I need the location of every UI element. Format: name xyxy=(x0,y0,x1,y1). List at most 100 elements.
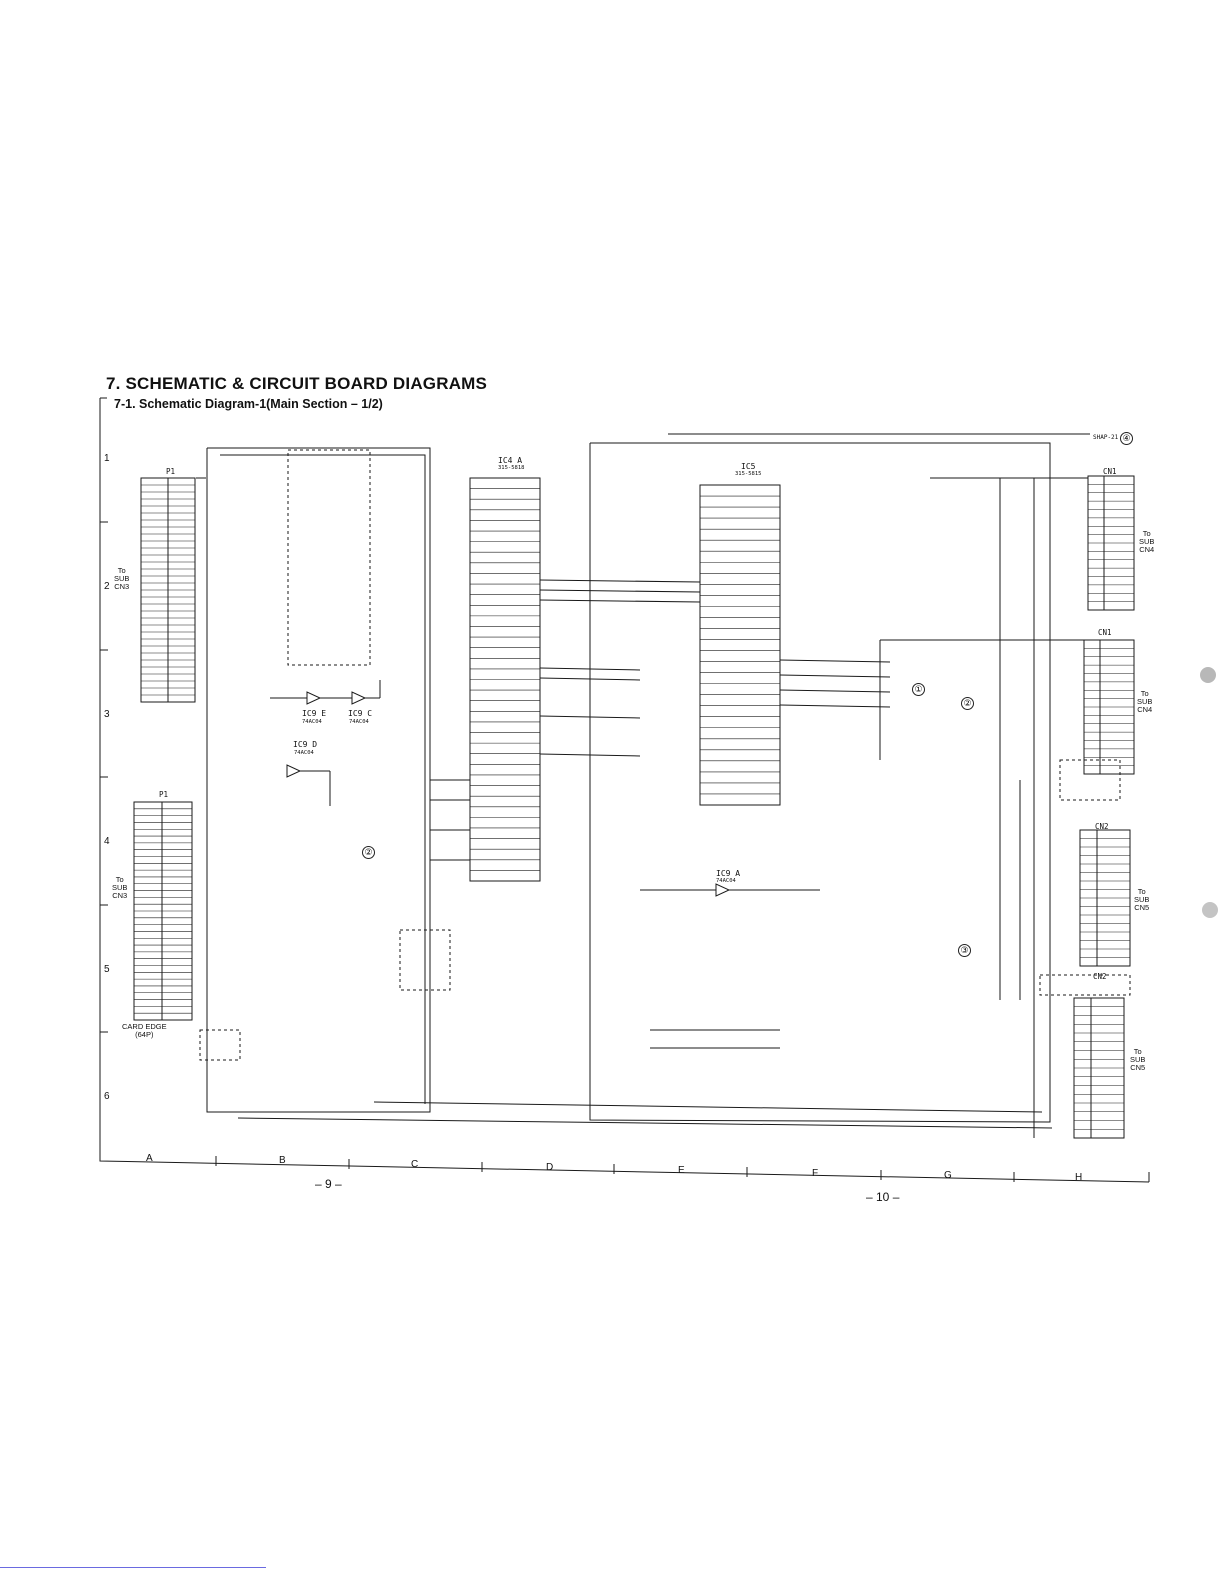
wire xyxy=(539,715,641,719)
wire xyxy=(539,753,641,757)
punch-hole xyxy=(1202,902,1218,918)
to-sub-cn3-bottom: To SUB CN3 xyxy=(112,876,127,900)
gate-ic9e xyxy=(306,691,322,705)
column-label-f: F xyxy=(812,1168,819,1179)
side-label-line: (64P) xyxy=(135,1030,154,1039)
side-label-line: To xyxy=(1133,1047,1142,1056)
wire xyxy=(539,589,701,593)
pin-row-lines xyxy=(134,484,1134,1130)
gate-ic9c xyxy=(351,691,367,705)
ic5-label: IC5 xyxy=(741,462,756,471)
dashed-box xyxy=(399,929,451,991)
side-label-line: CN3 xyxy=(112,891,128,900)
ic9c-part: 74AC04 xyxy=(349,719,369,725)
bus-loop-right xyxy=(589,442,1051,1123)
connector-cn1-top-label: CN1 xyxy=(1103,467,1117,476)
marker-2b: ② xyxy=(362,846,375,859)
marker-4: ④ xyxy=(1120,432,1133,445)
ic9e-part: 74AC04 xyxy=(302,719,322,725)
row-label-4: 4 xyxy=(104,836,110,847)
connector-cn2-bottom-label: CN2 xyxy=(1093,972,1107,981)
connector-cn2-top-label: CN2 xyxy=(1095,822,1109,831)
connector-p1-top-label: P1 xyxy=(166,467,176,476)
connector-p1-bottom-label: P1 xyxy=(159,790,169,799)
ic9d-part: 74AC04 xyxy=(294,750,314,756)
to-sub-cn4-top: To SUB CN4 xyxy=(1139,530,1154,554)
column-label-d: D xyxy=(546,1162,554,1173)
bus-loop-left xyxy=(206,447,431,1113)
side-label-line: SUB xyxy=(1130,1055,1146,1064)
side-label-line: SUB xyxy=(114,574,130,583)
row-label-6: 6 xyxy=(104,1091,110,1102)
row-label-3: 3 xyxy=(104,709,110,720)
side-label-line: SUB xyxy=(1134,895,1150,904)
wire xyxy=(779,659,891,663)
wire xyxy=(779,704,891,708)
wire xyxy=(779,674,891,678)
wire xyxy=(539,667,641,671)
resistor-network-box xyxy=(287,449,371,666)
side-label-line: CN4 xyxy=(1139,545,1155,554)
wire xyxy=(539,599,701,603)
to-sub-cn5-bottom: To SUB CN5 xyxy=(1130,1048,1145,1072)
ic9d-label: IC9 D xyxy=(293,740,318,749)
side-label-line: To xyxy=(1137,887,1146,896)
to-sub-cn3-top: To SUB CN3 xyxy=(114,567,129,591)
ic9c-label: IC9 C xyxy=(348,709,373,718)
row-label-1: 1 xyxy=(104,453,110,464)
side-label-line: To xyxy=(1140,689,1149,698)
column-label-c: C xyxy=(411,1159,419,1170)
side-label-line: CARD EDGE xyxy=(122,1022,167,1031)
punch-hole xyxy=(1200,667,1216,683)
ic4-label: IC4 A xyxy=(498,456,523,465)
ic9a-label: IC9 A xyxy=(716,869,741,878)
ic9a-part: 74AC04 xyxy=(716,878,736,884)
page-subtitle: 7-1. Schematic Diagram-1(Main Section – … xyxy=(114,397,383,411)
column-label-g: G xyxy=(944,1170,952,1181)
dashed-box xyxy=(199,1029,241,1061)
gate-ic9a xyxy=(715,883,731,897)
side-label-line: To xyxy=(117,566,126,575)
column-label-b: B xyxy=(279,1155,286,1166)
ic5-body xyxy=(699,484,781,806)
to-sub-cn4-mid: To SUB CN4 xyxy=(1137,690,1152,714)
to-sub-cn5-top: To SUB CN5 xyxy=(1134,888,1149,912)
side-label-line: SUB xyxy=(112,883,128,892)
page-number-left: – 9 – xyxy=(315,1177,342,1191)
gate-ic9d xyxy=(286,764,302,778)
card-edge-label: CARD EDGE (64P) xyxy=(122,1023,167,1039)
bottom-bus-2 xyxy=(373,1101,1043,1113)
ic9e-label: IC9 E xyxy=(302,709,327,718)
row-label-2: 2 xyxy=(104,581,110,592)
wire xyxy=(779,689,891,693)
ic5-part: 315-5815 xyxy=(735,471,762,477)
column-label-e: E xyxy=(678,1165,685,1176)
wire xyxy=(539,579,701,583)
marker-3: ③ xyxy=(958,944,971,957)
side-label-line: CN5 xyxy=(1130,1063,1146,1072)
side-label-line: To xyxy=(1142,529,1151,538)
row-label-5: 5 xyxy=(104,964,110,975)
wire xyxy=(539,677,641,681)
frame-left-bottom xyxy=(99,398,1150,1183)
side-label-line: CN3 xyxy=(114,582,130,591)
bus-loop-inner xyxy=(220,454,426,1104)
column-label-a: A xyxy=(146,1153,153,1164)
side-label-line: To xyxy=(115,875,124,884)
side-label-line: CN5 xyxy=(1134,903,1150,912)
page-number-right: – 10 – xyxy=(866,1190,900,1204)
column-label-h: H xyxy=(1075,1172,1083,1183)
ic4-part: 315-5818 xyxy=(498,465,525,471)
side-label-line: CN4 xyxy=(1137,705,1153,714)
bottom-link-rule xyxy=(0,1567,266,1568)
dashed-box xyxy=(1039,974,1131,996)
marker-2a: ② xyxy=(961,697,974,710)
side-label-line: SUB xyxy=(1137,697,1153,706)
page-title: 7. SCHEMATIC & CIRCUIT BOARD DIAGRAMS xyxy=(106,374,488,393)
side-label-line: SUB xyxy=(1139,537,1155,546)
marker-1: ① xyxy=(912,683,925,696)
connector-cn1-mid-label: CN1 xyxy=(1098,628,1112,637)
dashed-box xyxy=(1059,759,1121,801)
top-right-note: SHAP-21 xyxy=(1093,434,1119,441)
